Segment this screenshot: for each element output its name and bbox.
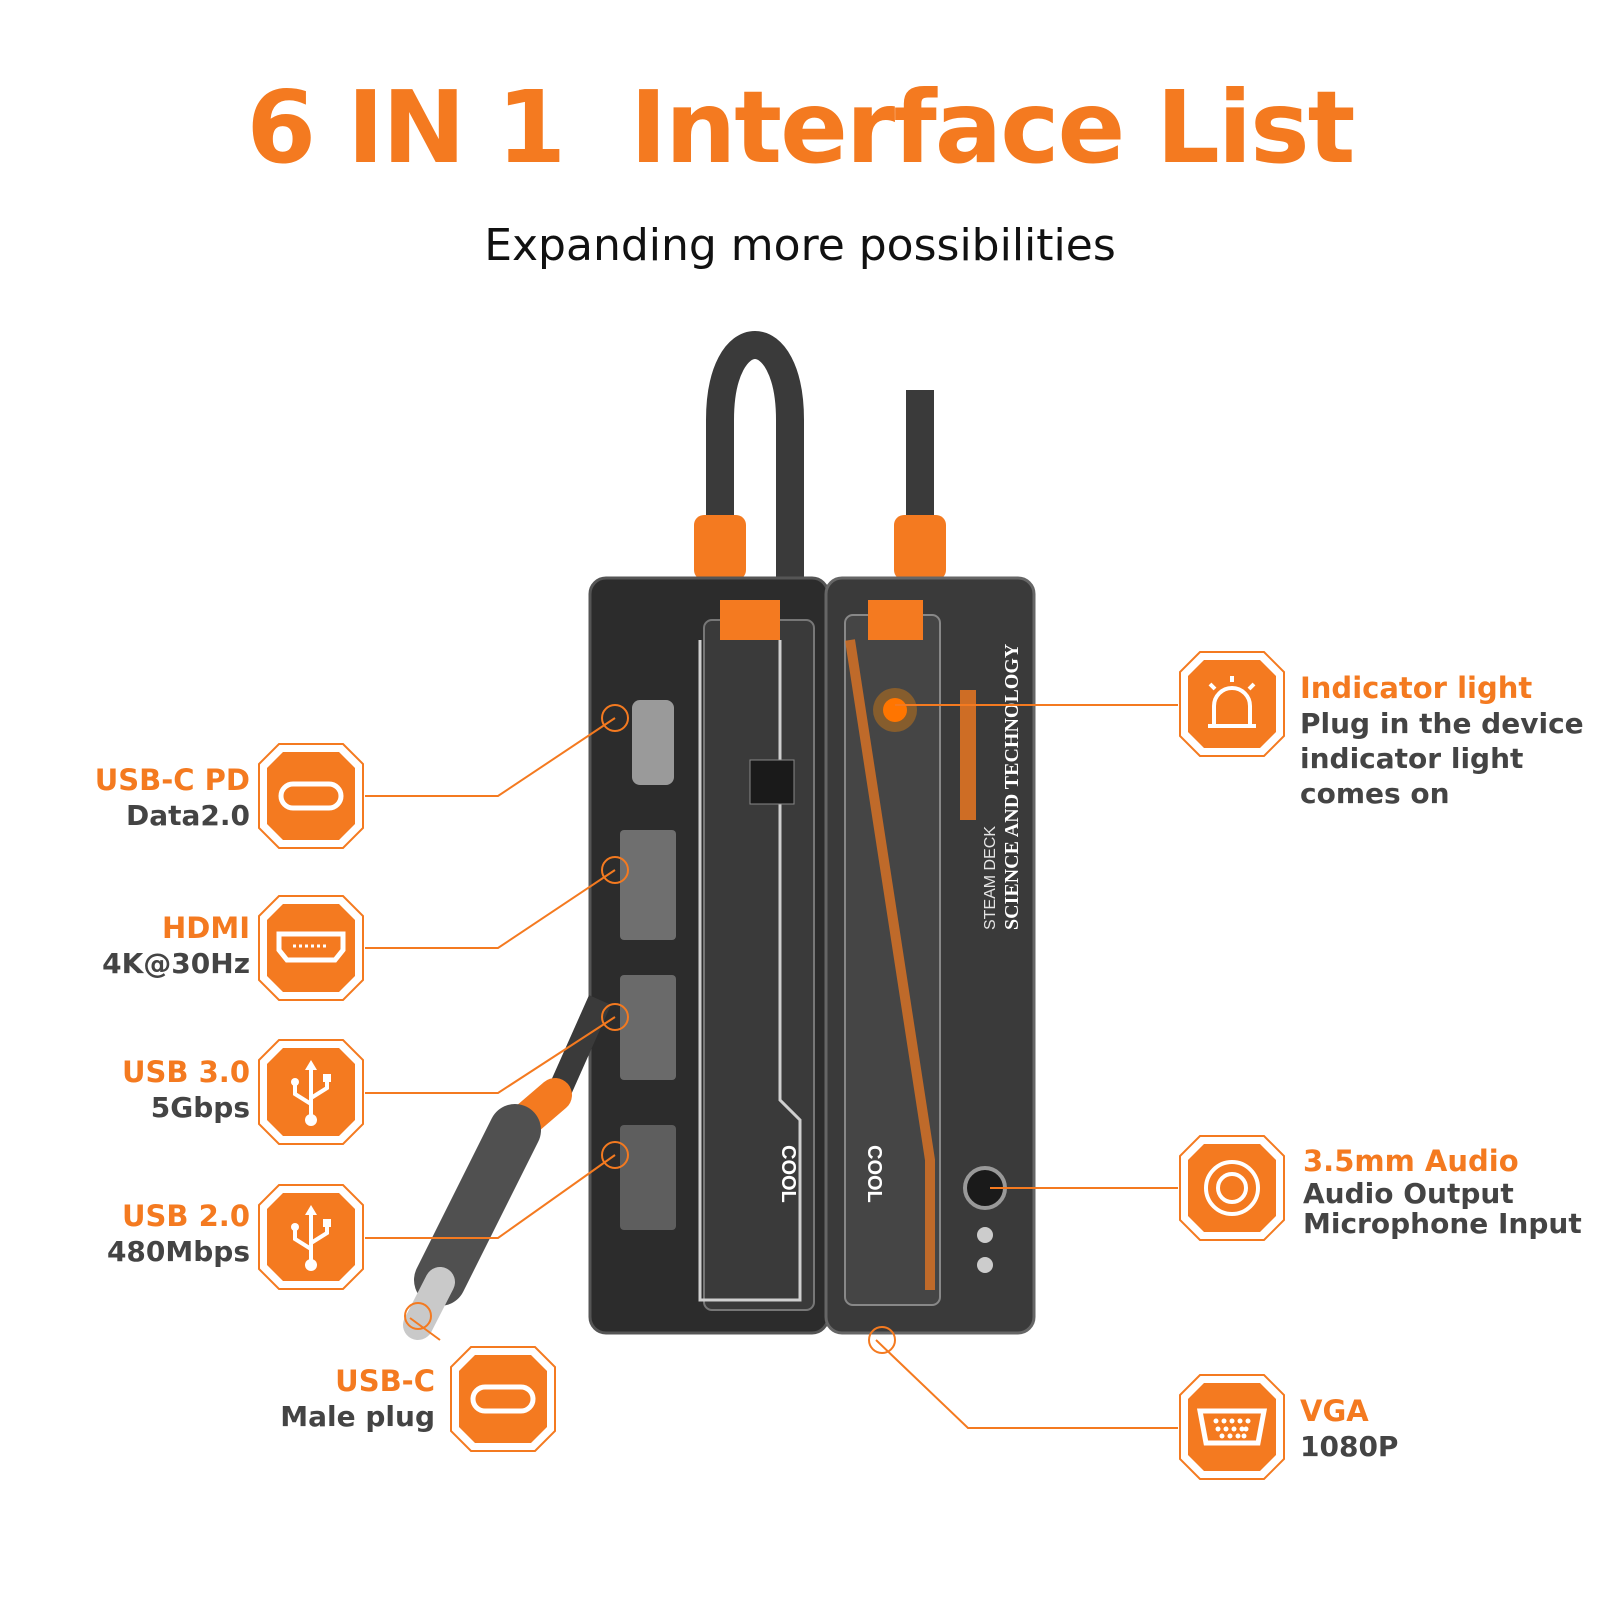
port-title: VGA: [1300, 1394, 1369, 1428]
port-desc: 1080P: [1300, 1430, 1399, 1464]
port-desc: 5Gbps: [150, 1091, 250, 1125]
cable-collar: [694, 515, 746, 580]
port-title: Indicator light: [1300, 671, 1533, 705]
port-title: USB 2.0: [121, 1199, 250, 1233]
device-print-cool-left: COOL: [777, 1145, 799, 1203]
hdmi-icon: [257, 894, 365, 1002]
hdmi-label: HDMI 4K@30Hz: [102, 910, 250, 981]
port-desc-line: indicator light: [1300, 742, 1524, 776]
port-title: USB 3.0: [121, 1055, 250, 1089]
port-title: USB-C: [335, 1364, 435, 1398]
usb-c-male-label: USB-C Male plug: [280, 1363, 435, 1434]
port-title: USB-C PD: [94, 763, 250, 797]
page-title: 6 IN 1 Interface List: [246, 69, 1356, 186]
port-desc: 4K@30Hz: [102, 947, 250, 981]
cable-loop: [706, 331, 804, 590]
audio-label: 3.5mm Audio Audio Output Microphone Inpu…: [1303, 1143, 1582, 1238]
indicator-light-label: Indicator light Plug in the device indic…: [1300, 670, 1584, 811]
port-desc-line: Microphone Input: [1303, 1206, 1582, 1240]
usb2-port: [620, 1125, 676, 1230]
usb-c-port: [632, 700, 674, 785]
usb-c-icon: [449, 1345, 557, 1453]
usb3-port: [620, 975, 676, 1080]
usb-icon: [257, 1183, 365, 1291]
port-title: 3.5mm Audio: [1303, 1144, 1519, 1178]
usb2-label: USB 2.0 480Mbps: [107, 1198, 250, 1269]
page-subtitle: Expanding more possibilities: [484, 220, 1116, 271]
port-desc-line: comes on: [1300, 777, 1450, 811]
audio-jack-icon: [1178, 1134, 1286, 1242]
usb3-label: USB 3.0 5Gbps: [122, 1054, 250, 1125]
cable-collar: [894, 515, 946, 580]
device-print-science: SCIENCE AND TECHNOLOGY: [1001, 643, 1023, 930]
usb-c-plug-tip: [403, 1267, 455, 1340]
port-desc: Male plug: [280, 1400, 435, 1434]
port-title: HDMI: [162, 911, 250, 945]
hdmi-port: [620, 830, 676, 940]
usb-c-plug-body: [414, 1104, 541, 1306]
siren-light-icon: [1178, 650, 1286, 758]
port-desc: Data2.0: [125, 799, 250, 833]
usb-c-pd-label: USB-C PD Data2.0: [95, 762, 250, 833]
vga-icon: [1178, 1373, 1286, 1481]
device-print-cool-right: COOL: [863, 1145, 885, 1203]
usb-c-icon: [257, 742, 365, 850]
usb-icon: [257, 1038, 365, 1146]
port-desc-line: Audio Output: [1303, 1177, 1514, 1211]
port-desc-line: Plug in the device: [1300, 707, 1584, 741]
device-print-steam-deck: STEAM DECK: [982, 826, 999, 930]
port-desc: 480Mbps: [106, 1235, 250, 1269]
vga-label: VGA 1080P: [1300, 1393, 1398, 1464]
